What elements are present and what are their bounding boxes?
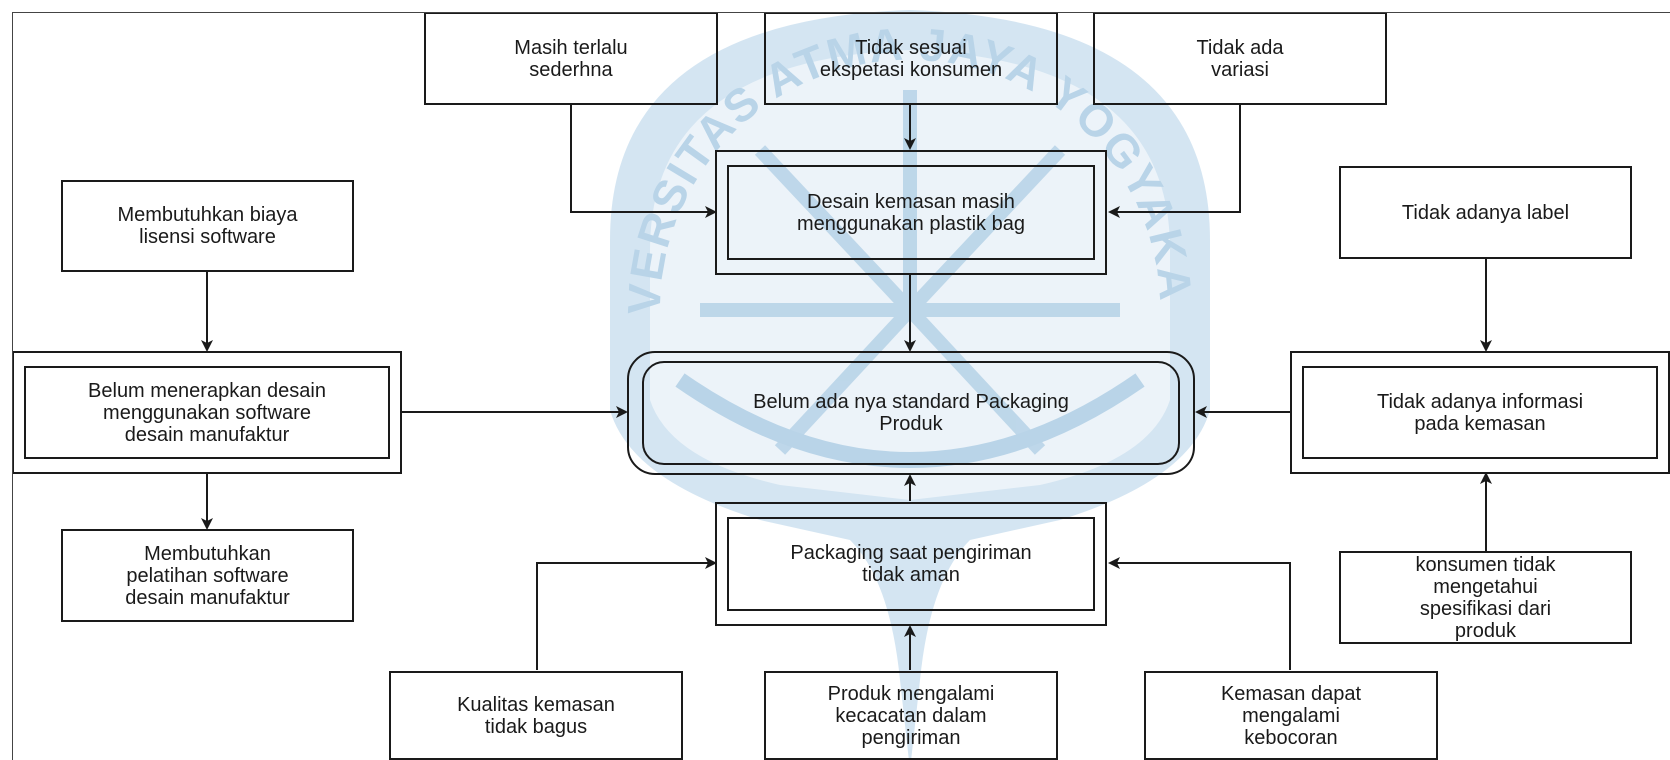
node-kualitas-kemasan: Kualitas kemasan tidak bagus bbox=[389, 671, 683, 760]
node-label: Membutuhkan pelatihan software desain ma… bbox=[125, 542, 290, 609]
node-label: Desain kemasan masih menggunakan plastik… bbox=[797, 190, 1025, 235]
node-tidak-ada-variasi: Tidak ada variasi bbox=[1093, 12, 1387, 105]
seal-star-rays bbox=[700, 90, 1120, 455]
node-label: Membutuhkan biaya lisensi software bbox=[117, 204, 298, 248]
node-belum-menerapkan-desain: Belum menerapkan desain menggunakan soft… bbox=[12, 351, 402, 474]
seal-lower-arch bbox=[675, 373, 1145, 468]
node-konsumen-tidak-mengetahui: konsumen tidak mengetahui spesifikasi da… bbox=[1339, 551, 1632, 644]
node-tidak-adanya-label: Tidak adanya label bbox=[1339, 166, 1632, 259]
edge-variasi-to-desain bbox=[1108, 105, 1241, 218]
node-label: Tidak adanya label bbox=[1401, 201, 1570, 224]
node-label: Tidak sesuai ekspetasi konsumen bbox=[819, 36, 1003, 81]
edge-masih-to-desain bbox=[570, 105, 717, 218]
node-membutuhkan-pelatihan: Membutuhkan pelatihan software desain ma… bbox=[61, 529, 354, 622]
node-membutuhkan-biaya-lisensi: Membutuhkan biaya lisensi software bbox=[61, 180, 354, 272]
node-packaging-tidak-aman: Packaging saat pengiriman tidak aman bbox=[715, 502, 1107, 626]
node-label: Kemasan dapat mengalami kebocoran bbox=[1220, 682, 1362, 749]
node-label: Kualitas kemasan tidak bagus bbox=[457, 693, 615, 738]
node-kemasan-kebocoran: Kemasan dapat mengalami kebocoran bbox=[1144, 671, 1438, 760]
frame-left-border bbox=[12, 12, 13, 760]
edge-bocor-to-packaging bbox=[1108, 557, 1291, 670]
node-label: konsumen tidak mengetahui spesifikasi da… bbox=[1415, 553, 1556, 642]
node-tidak-sesuai-ekspetasi: Tidak sesuai ekspetasi konsumen bbox=[764, 12, 1058, 105]
node-label: Tidak ada variasi bbox=[1196, 36, 1284, 81]
node-produk-kecacatan: Produk mengalami kecacatan dalam pengiri… bbox=[764, 671, 1058, 760]
node-label: Belum ada nya standard Packaging Produk bbox=[753, 391, 1069, 435]
node-masih-terlalu-sederhana: Masih terlalu sederhna bbox=[424, 12, 718, 105]
node-label: Produk mengalami kecacatan dalam pengiri… bbox=[827, 682, 995, 749]
node-label: Tidak adanya informasi pada kemasan bbox=[1376, 390, 1584, 435]
node-label: Masih terlalu sederhna bbox=[514, 36, 628, 81]
node-label: Packaging saat pengiriman tidak aman bbox=[790, 542, 1032, 586]
edge-kualitas-to-packaging bbox=[536, 557, 717, 670]
node-label: Belum menerapkan desain menggunakan soft… bbox=[88, 379, 326, 446]
frame-top-border bbox=[12, 12, 1670, 13]
